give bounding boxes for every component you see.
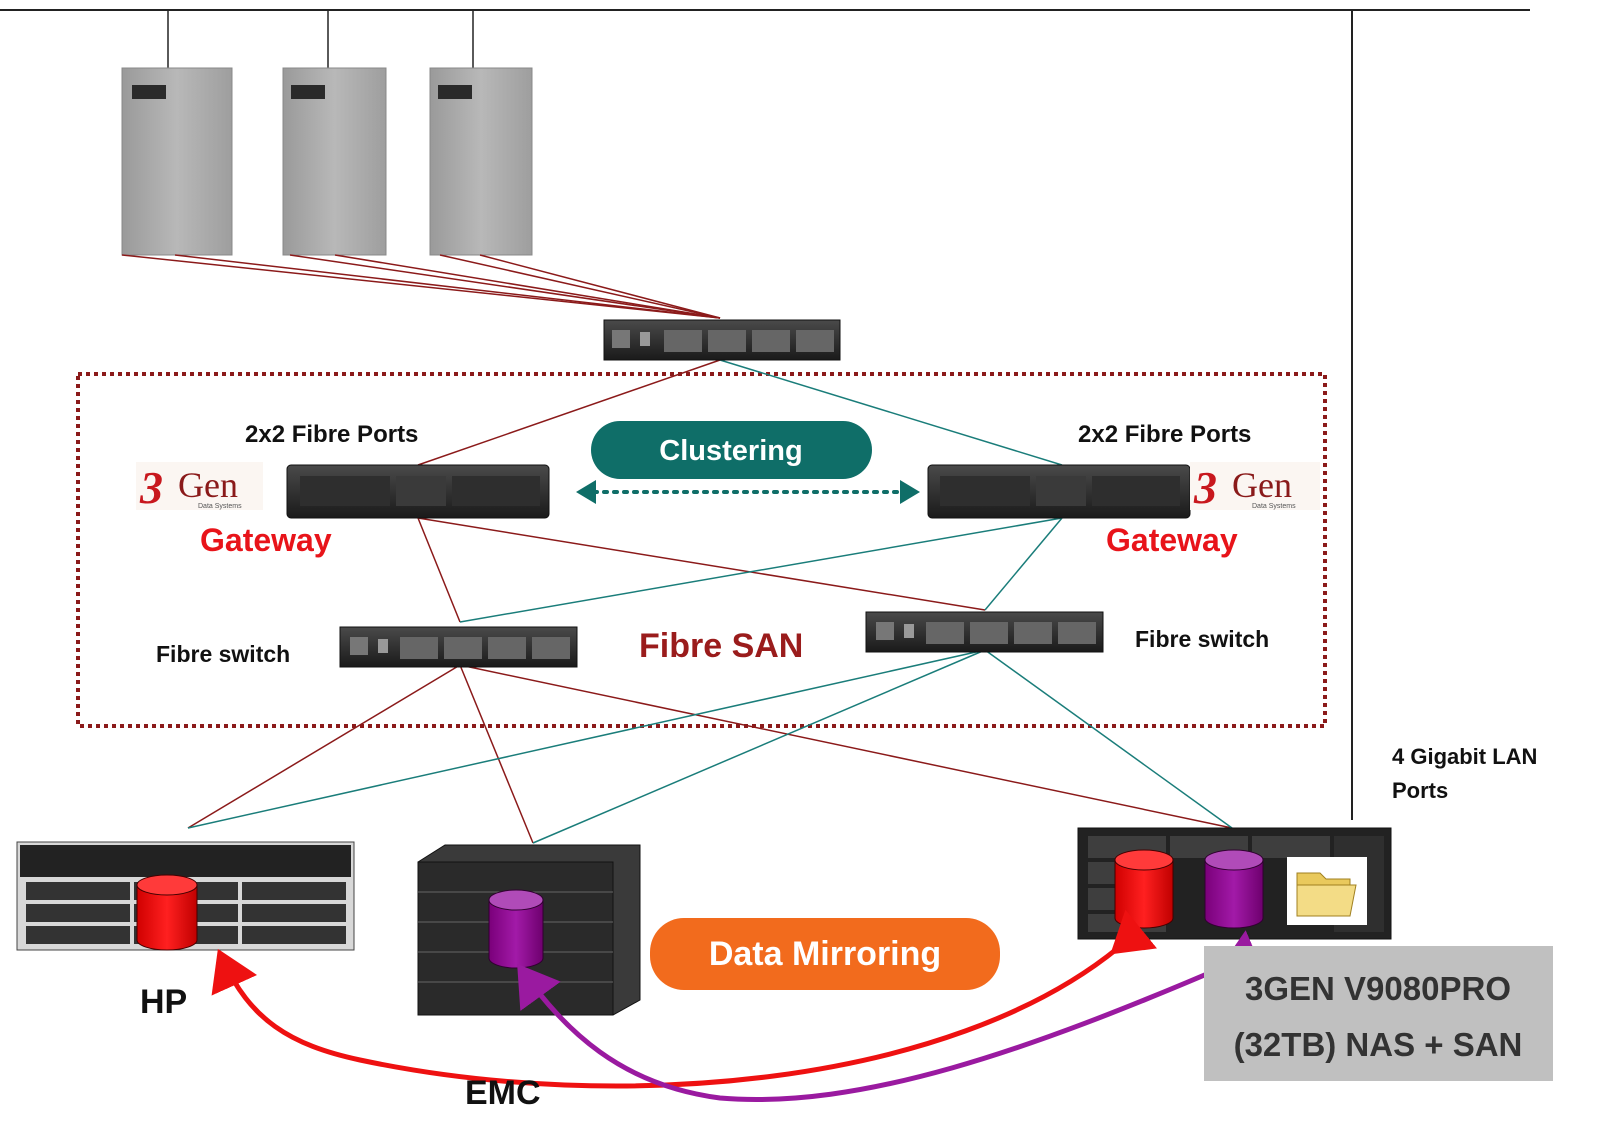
fibre-switch-left — [339, 626, 578, 668]
clustering-pill: Clustering — [591, 421, 872, 479]
3gen-disk-red-icon — [1114, 849, 1174, 929]
svg-text:Gen: Gen — [178, 465, 238, 505]
ports-label-left: 2x2 Fibre Ports — [245, 421, 418, 448]
fibre-switch-right — [865, 611, 1104, 653]
svg-text:Gen: Gen — [1232, 465, 1292, 505]
svg-text:Data Systems: Data Systems — [1252, 503, 1296, 510]
hp-disk-red-icon — [136, 874, 198, 951]
svg-text:3: 3 — [1193, 462, 1217, 513]
3gen-folder-icon — [1287, 857, 1367, 925]
data-mirroring-pill: Data Mirroring — [650, 918, 1000, 990]
hp-label: HP — [140, 983, 187, 1021]
lan-ports-label-line1: 4 Gigabit LAN — [1392, 744, 1537, 769]
lan-ports-label-line2: Ports — [1392, 778, 1448, 803]
gateway-label-right: Gateway — [1106, 522, 1238, 558]
3gen-logo-left: 3 Gen Data Systems — [136, 462, 263, 513]
fibre-switch-label-right: Fibre switch — [1135, 626, 1269, 652]
server-tower-2 — [282, 67, 387, 256]
svg-text:3: 3 — [139, 462, 163, 513]
mirror-arrow-red — [211, 909, 1158, 1089]
fibre-san-label: Fibre SAN — [639, 627, 803, 665]
3gen-logo-right: 3 Gen Data Systems — [1190, 462, 1320, 513]
gateway-unit-left — [286, 464, 550, 519]
svg-text:Data Systems: Data Systems — [198, 503, 242, 510]
svg-text:3GEN V9080PRO: 3GEN V9080PRO — [1245, 970, 1511, 1007]
gateway-label-left: Gateway — [200, 522, 332, 558]
mirror-arrow-purple — [517, 930, 1266, 1103]
3gen-disk-purple-icon — [1204, 849, 1264, 929]
ports-label-right: 2x2 Fibre Ports — [1078, 421, 1251, 448]
switch-storage-links — [187, 649, 1233, 844]
emc-disk-purple-icon — [488, 889, 544, 969]
svg-text:Data Mirroring: Data Mirroring — [709, 935, 941, 973]
link-topswitch-gateway-right — [719, 359, 1063, 466]
tower-uplinks — [121, 254, 721, 319]
fibre-switch-label-left: Fibre switch — [156, 641, 290, 667]
product-label-box: 3GEN V9080PRO (32TB) NAS + SAN — [1204, 946, 1553, 1081]
top-fibre-switch — [603, 319, 841, 361]
link-topswitch-gateway-left — [417, 359, 721, 466]
server-tower-3 — [429, 67, 533, 256]
server-tower-1 — [121, 67, 233, 256]
gateway-unit-right — [927, 464, 1191, 519]
gateway-switch-links — [417, 517, 1063, 623]
emc-label: EMC — [465, 1074, 541, 1112]
svg-text:Clustering: Clustering — [659, 435, 802, 467]
svg-text:(32TB) NAS + SAN: (32TB) NAS + SAN — [1234, 1026, 1523, 1063]
